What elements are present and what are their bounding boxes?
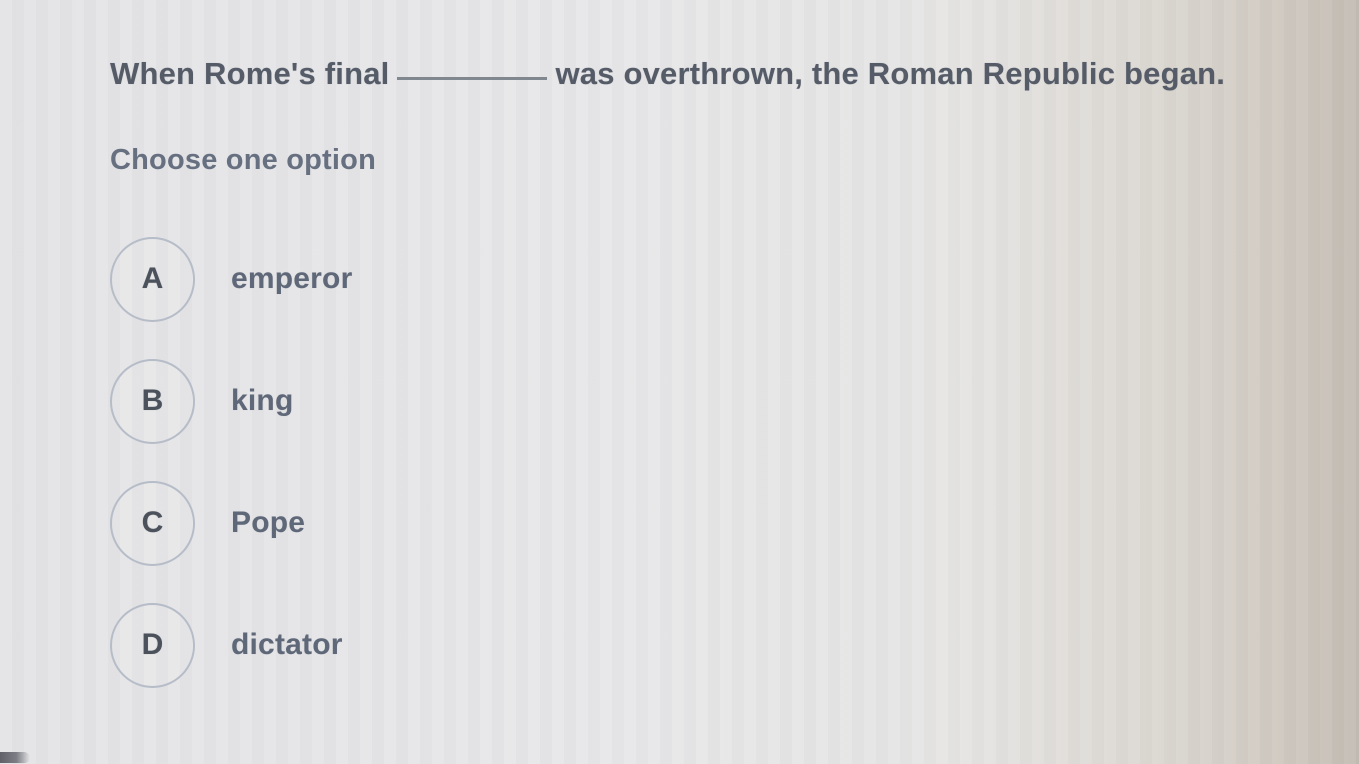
- option-label-a: emperor: [231, 262, 353, 296]
- options-list: A emperor B king C Pope D dict: [110, 236, 1323, 688]
- option-letter-a: A: [141, 262, 164, 296]
- option-label-d: dictator: [231, 628, 343, 662]
- option-label-c: Pope: [231, 506, 306, 540]
- option-letter-badge-d: D: [110, 602, 195, 688]
- option-label-b: king: [231, 384, 294, 418]
- option-row-d[interactable]: D dictator: [110, 602, 343, 688]
- option-row-a[interactable]: A emperor: [110, 236, 353, 322]
- question-suffix: was overthrown, the Roman Republic began…: [555, 56, 1226, 91]
- question-text: When Rome's final was overthrown, the Rom…: [110, 55, 1323, 94]
- option-letter-badge-a: A: [110, 236, 195, 322]
- question-panel: When Rome's final was overthrown, the Rom…: [110, 55, 1323, 725]
- option-letter-b: B: [141, 384, 164, 418]
- option-letter-badge-c: C: [110, 480, 195, 566]
- question-prefix: When Rome's final: [110, 56, 390, 91]
- photo-artifact-smudge: [0, 752, 30, 763]
- instruction-text: Choose one option: [110, 143, 376, 176]
- option-letter-badge-b: B: [110, 358, 195, 444]
- option-letter-d: D: [141, 628, 164, 662]
- option-row-c[interactable]: C Pope: [110, 480, 306, 566]
- option-row-b[interactable]: B king: [110, 358, 294, 444]
- question-blank: [397, 77, 548, 80]
- option-letter-c: C: [141, 506, 164, 540]
